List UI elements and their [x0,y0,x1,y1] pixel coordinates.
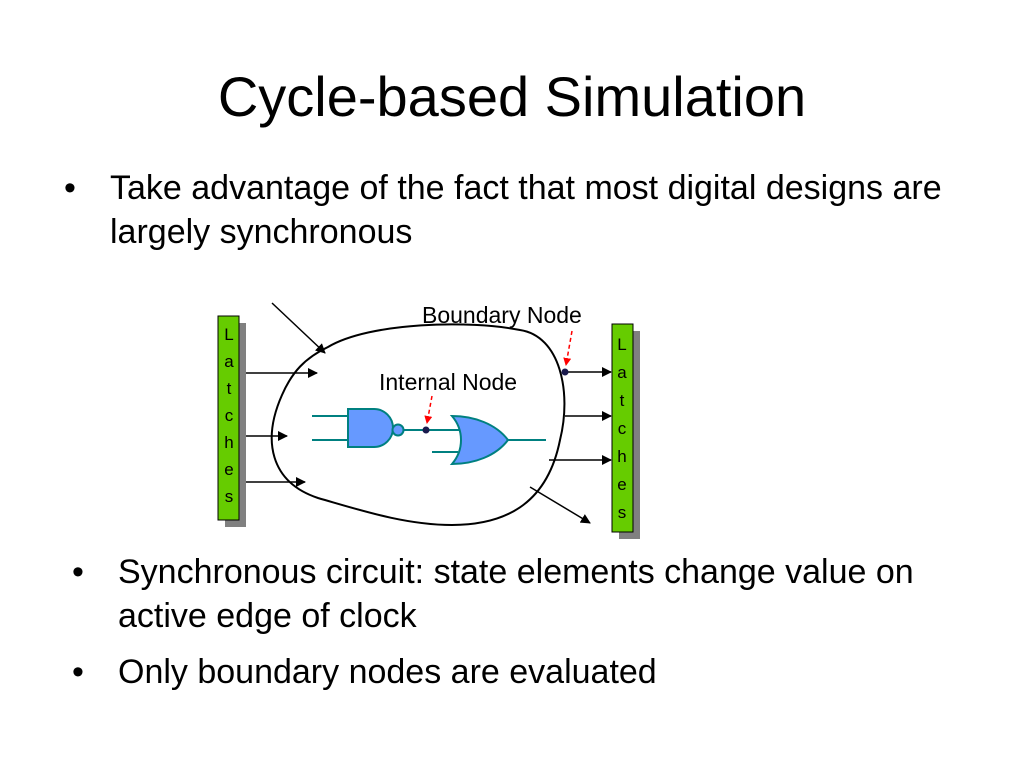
latch-right-letter: c [618,419,627,438]
latch-right-letter: e [617,475,626,494]
bullet-text: Synchronous circuit: state elements chan… [118,553,914,635]
latch-right-box [611,323,634,533]
bullet-item: • Take advantage of the fact that most d… [64,166,944,254]
latch-left-letter: L [224,325,233,344]
internal-node-dot [422,426,430,434]
internal-node-pointer [424,395,433,424]
or-gate [432,414,546,466]
latch-right-letter: L [617,335,626,354]
bullet-item: • Synchronous circuit: state elements ch… [72,550,952,638]
primary-output-arrow [529,486,591,524]
nand-bubble [391,423,405,437]
boundary-node-dot [561,368,569,376]
logic-cloud [270,323,566,527]
bottom-bullet-list: • Synchronous circuit: state elements ch… [72,550,952,706]
latch-left-box [217,315,240,521]
nand-gate [312,408,405,448]
latch-left: L a t c h e s [217,315,246,527]
latch-right: L a t c h e s [611,323,640,539]
top-bullet-list: • Take advantage of the fact that most d… [64,166,944,254]
bullet-text: Only boundary nodes are evaluated [118,653,657,691]
nand-gate-body [347,408,394,448]
primary-input-arrow [271,302,326,354]
latch-left-letter: c [225,406,234,425]
bullet-dot: • [72,553,84,591]
latch-left-letter: t [227,379,232,398]
boundary-node-pointer [563,330,573,366]
latch-left-letter: h [224,433,233,452]
bullet-text: Take advantage of the fact that most dig… [110,169,942,251]
internal-node-label: Internal Node [379,369,517,395]
latch-left-letter: a [224,352,234,371]
latch-right-letter: a [617,363,627,382]
bullet-dot: • [72,653,84,691]
boundary-node-label: Boundary Node [422,302,582,328]
latch-right-letter: h [617,447,626,466]
latch-right-letter: s [618,503,627,522]
bullet-dot: • [64,169,76,207]
or-gate-body [449,414,510,466]
bullet-item: • Only boundary nodes are evaluated [72,650,952,694]
latch-right-letter: t [620,391,625,410]
slide-title: Cycle-based Simulation [217,65,807,128]
latch-left-letter: s [225,487,234,506]
latch-left-letter: e [224,460,233,479]
